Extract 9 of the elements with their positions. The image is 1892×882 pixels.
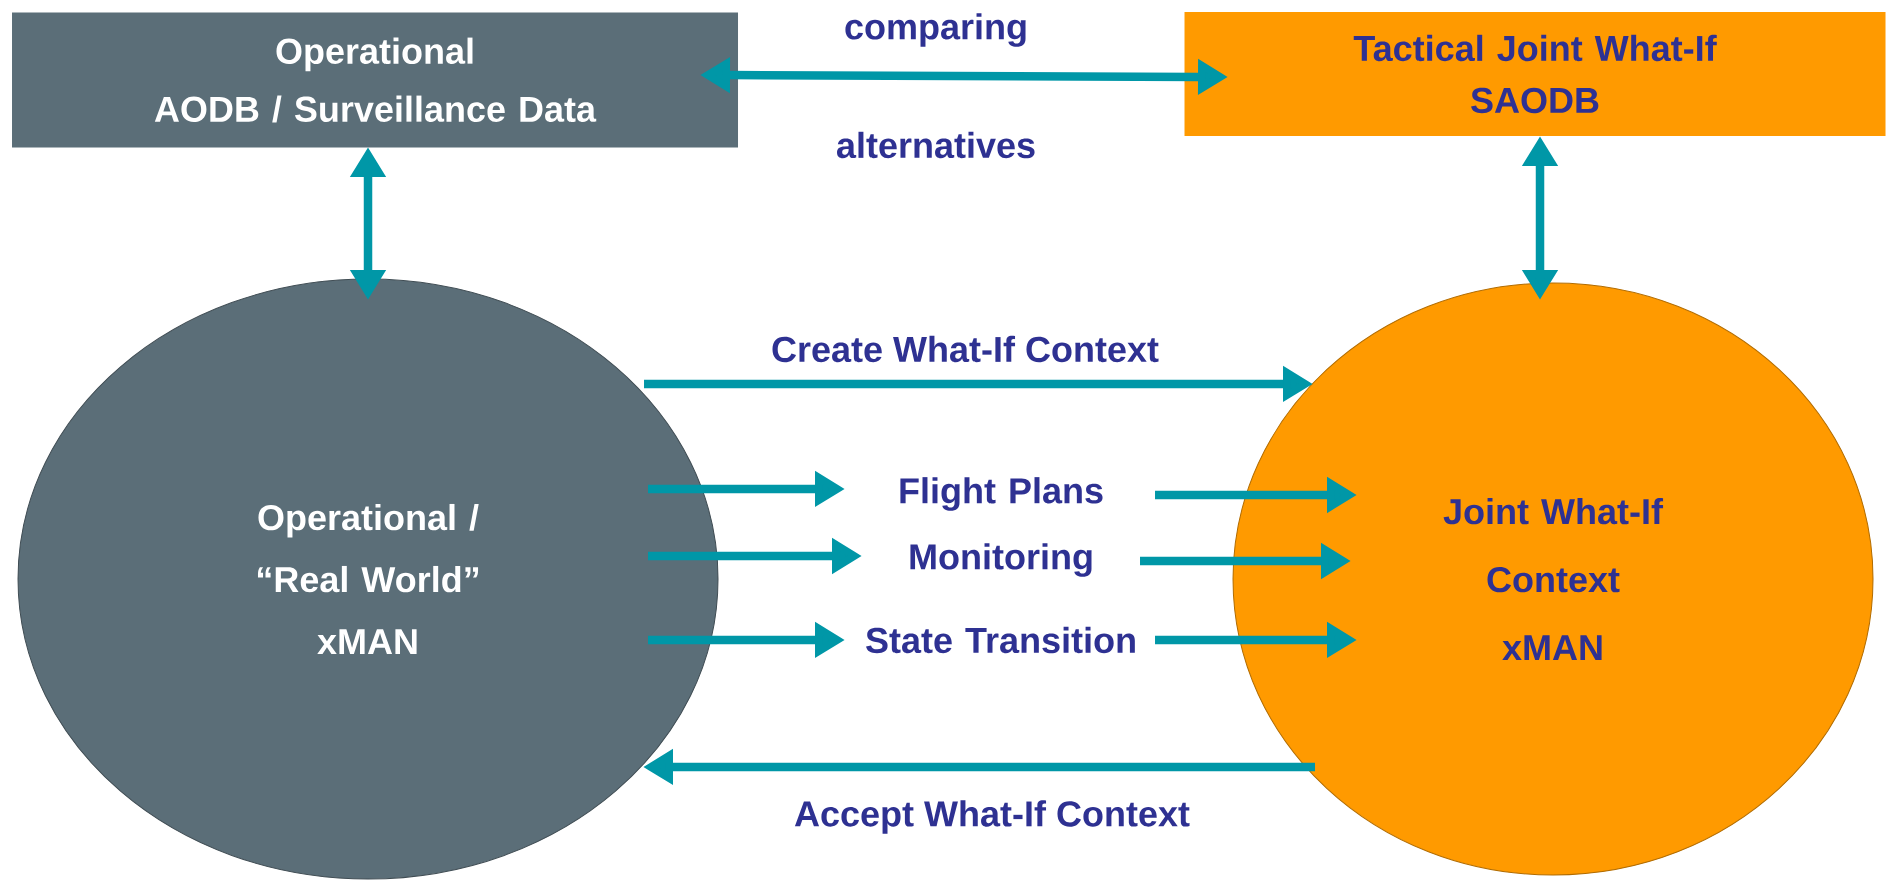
edge-label: Accept What-If Context	[792, 798, 1192, 836]
flow-label: State Transition	[866, 626, 1135, 654]
edge-label: comparing	[842, 11, 1031, 49]
text-label: alternatives	[837, 131, 1035, 159]
flow-label: Flight Plans	[900, 477, 1103, 511]
edge-label: Create What-If Context	[769, 333, 1161, 365]
flow-label: Monitoring	[910, 543, 1092, 577]
data-box: Operational AODB / Surveillance Data	[12, 12, 738, 148]
data-box: Tactical Joint What-If SAODB	[1184, 12, 1886, 136]
